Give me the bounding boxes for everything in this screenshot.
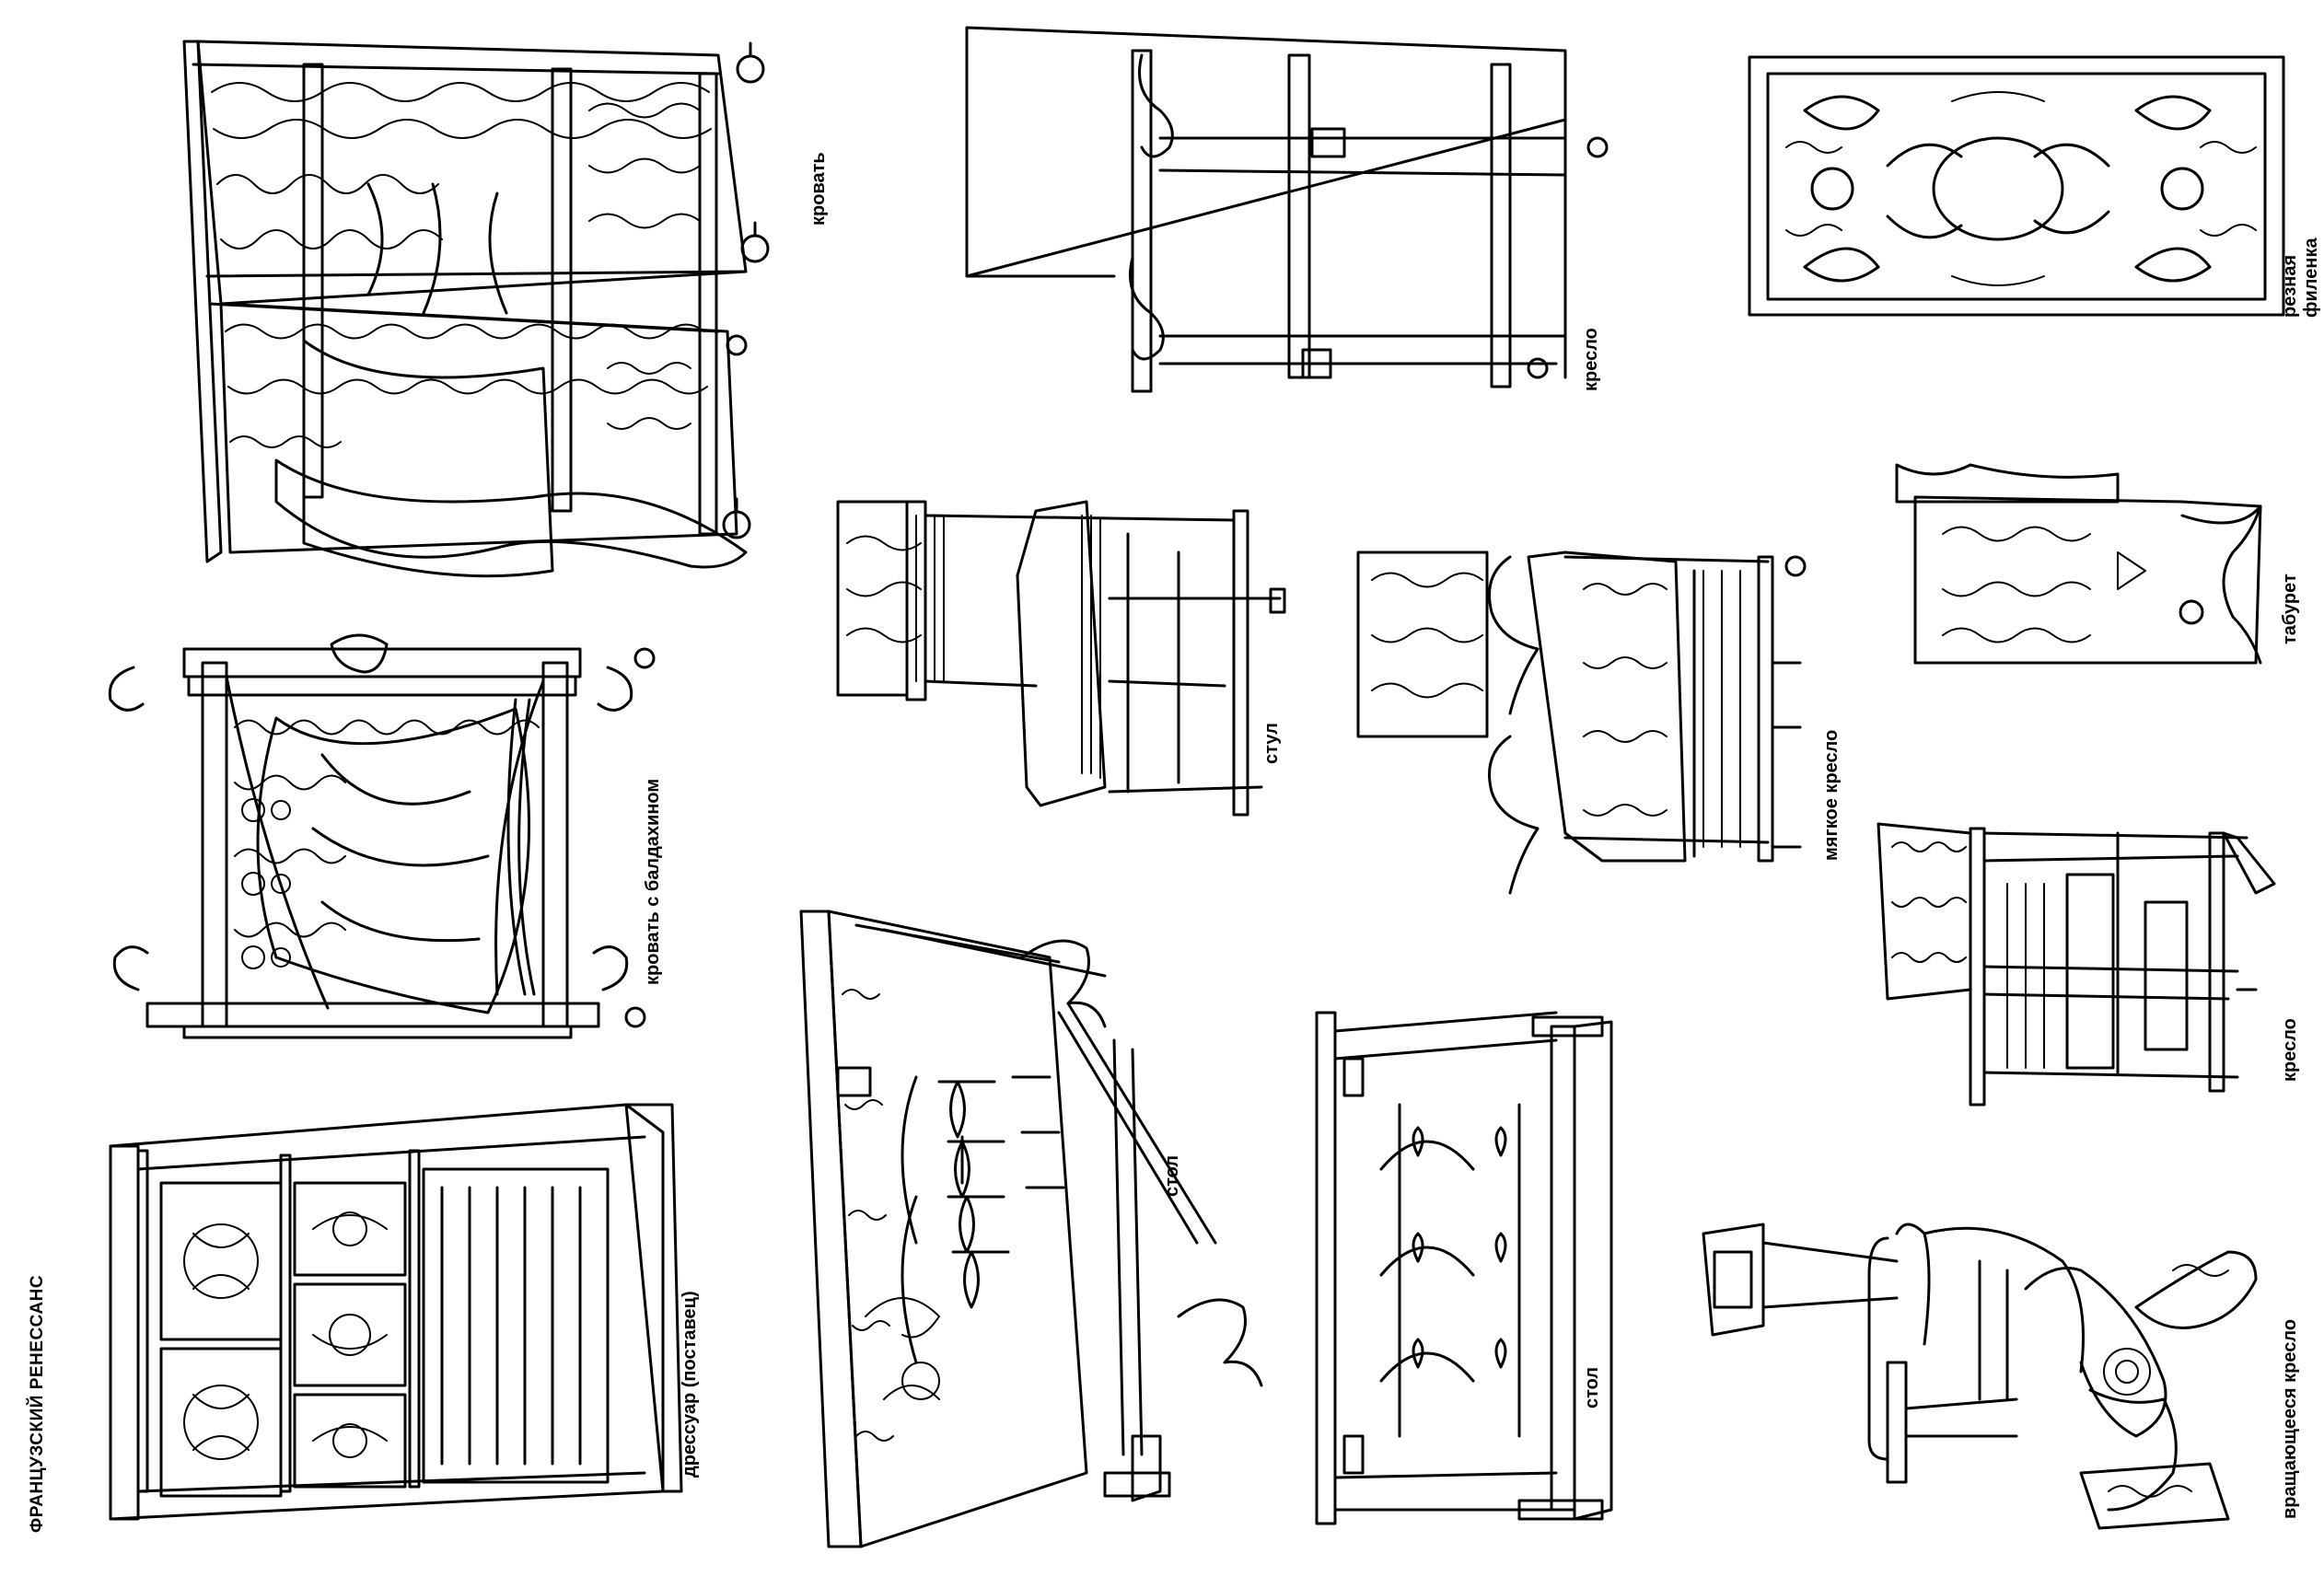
label-chair: стул — [1261, 723, 1282, 764]
page-title: ФРАНЦУЗСКИЙ РЕНЕССАНС — [28, 1274, 47, 1533]
soft-armchair-drawing — [1358, 552, 1805, 893]
label-soft-armchair: мягкое кресло — [1821, 729, 1842, 861]
stool-drawing — [1897, 465, 2260, 663]
table-right-drawing — [1317, 1013, 1611, 1524]
table-left-ornament — [842, 990, 939, 1441]
soft-armchair-ornament — [1372, 571, 1740, 847]
swivel-armchair-drawing — [1703, 1224, 2256, 1528]
label-swivel-armchair: вращающееся кресло — [2280, 1318, 2300, 1519]
dresser-ornament — [184, 1212, 387, 1459]
stool-ornament — [1943, 527, 2145, 643]
table-left-drawing — [801, 911, 1261, 1547]
carved-panel-drawing — [1749, 57, 2283, 315]
label-dresser: дрессуар (поставец) — [680, 1291, 700, 1478]
chair-drawing — [838, 502, 1284, 815]
label-stool: табурет — [2280, 574, 2300, 644]
chair-ornament — [847, 516, 1100, 778]
carved-panel-ornament — [1786, 92, 2256, 285]
canopy-bed-drawing — [110, 635, 654, 1037]
swivel-armchair-ornament — [2104, 1265, 2228, 1497]
bed-drawing — [184, 41, 768, 576]
label-canopy-bed: кровать с балдахином — [643, 778, 663, 985]
canopy-bed-ornament — [235, 721, 539, 969]
armchair-right-ornament — [1892, 842, 2044, 1068]
dresser-drawing — [110, 1105, 681, 1519]
label-armchair-top: кресло — [1581, 328, 1601, 391]
armchair-right-drawing — [1878, 824, 2274, 1105]
label-armchair-right: кресло — [2280, 1018, 2300, 1082]
label-table-right: стол — [1582, 1366, 1602, 1408]
bed-ornament — [212, 83, 711, 447]
label-table-left: стол — [1162, 1154, 1182, 1197]
label-bed: кровать — [808, 152, 829, 226]
armchair-top-drawing — [967, 28, 1607, 391]
label-carved-panel: резная филенка с мотивом гротеска — [2280, 238, 2324, 318]
